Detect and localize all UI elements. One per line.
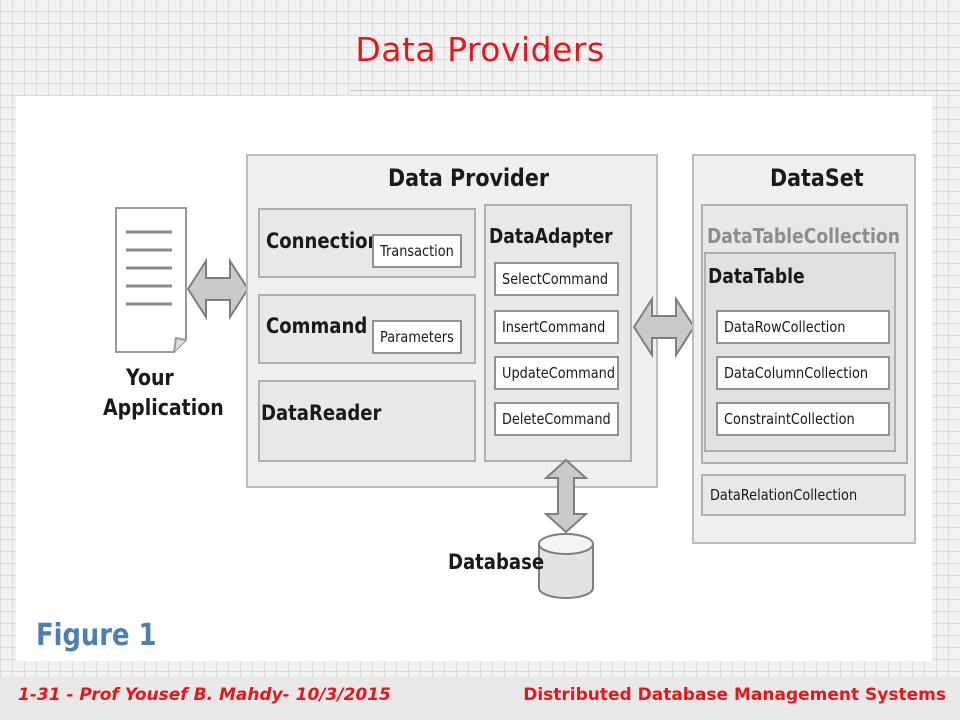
dataset-title: DataSet bbox=[770, 164, 864, 192]
insert-command-label: InsertCommand bbox=[502, 318, 606, 336]
update-command-box: UpdateCommand bbox=[494, 356, 619, 390]
parameters-label: Parameters bbox=[380, 328, 454, 346]
update-command-label: UpdateCommand bbox=[502, 364, 616, 382]
application-label: Application bbox=[103, 396, 224, 421]
datarowcollection-box: DataRowCollection bbox=[716, 310, 890, 344]
delete-command-label: DeleteCommand bbox=[502, 410, 611, 428]
constraintcollection-box: ConstraintCollection bbox=[716, 402, 890, 436]
your-label: Your bbox=[126, 366, 174, 391]
figure-caption: Figure 1 bbox=[36, 618, 157, 653]
slide-title: Data Providers bbox=[355, 30, 605, 69]
dataadapter-label: DataAdapter bbox=[489, 224, 613, 248]
datarowcollection-label: DataRowCollection bbox=[724, 318, 846, 336]
select-command-label: SelectCommand bbox=[502, 270, 609, 288]
data-provider-title: Data Provider bbox=[388, 164, 550, 192]
adapter-database-arrow-icon bbox=[544, 458, 588, 534]
transaction-box: Transaction bbox=[372, 234, 462, 268]
app-provider-arrow-icon bbox=[186, 258, 250, 320]
datacolumncollection-box: DataColumnCollection bbox=[716, 356, 890, 390]
insert-command-box: InsertCommand bbox=[494, 310, 619, 344]
datacolumncollection-label: DataColumnCollection bbox=[724, 364, 869, 382]
select-command-box: SelectCommand bbox=[494, 262, 619, 296]
database-label: Database bbox=[448, 550, 545, 574]
parameters-box: Parameters bbox=[372, 320, 462, 354]
database-icon bbox=[538, 533, 594, 599]
provider-dataset-arrow-icon bbox=[632, 296, 696, 358]
footer-author: 1-31 - Prof Yousef B. Mahdy- 10/3/2015 bbox=[18, 685, 391, 705]
transaction-label: Transaction bbox=[380, 242, 454, 260]
datarelationcollection-label: DataRelationCollection bbox=[710, 486, 858, 504]
delete-command-box: DeleteCommand bbox=[494, 402, 619, 436]
footer-course: Distributed Database Management Systems bbox=[523, 685, 946, 705]
title-divider bbox=[350, 90, 960, 91]
datatablecollection-label: DataTableCollection bbox=[707, 224, 900, 248]
command-label: Command bbox=[266, 314, 368, 338]
datareader-panel bbox=[258, 380, 476, 462]
datarelationcollection-box: DataRelationCollection bbox=[701, 474, 906, 516]
datatable-label: DataTable bbox=[708, 264, 805, 288]
constraintcollection-label: ConstraintCollection bbox=[724, 410, 855, 428]
datareader-label: DataReader bbox=[261, 401, 382, 425]
footer-bar bbox=[0, 677, 960, 720]
document-icon bbox=[115, 207, 187, 353]
connection-label: Connection bbox=[266, 229, 381, 253]
